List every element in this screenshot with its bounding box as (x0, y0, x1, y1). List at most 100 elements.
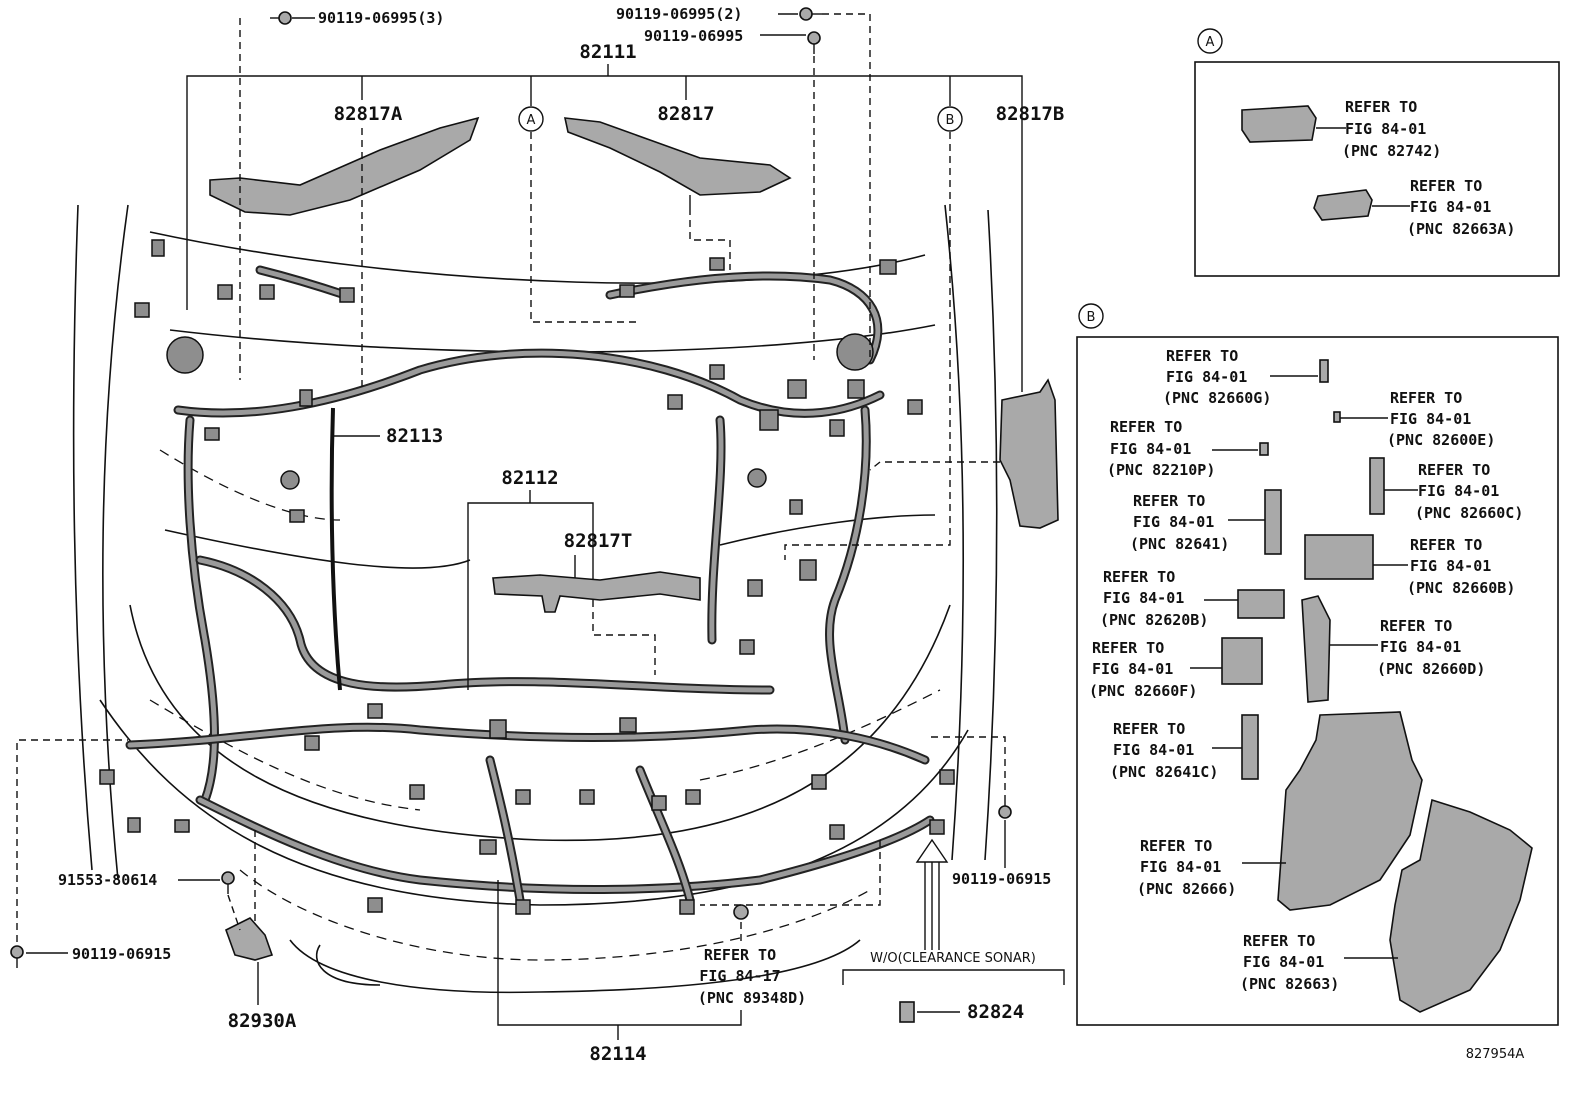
label-bolt-90119-06915-left: 90119-06915 (72, 945, 171, 963)
inset-b-ref-82620B-line2: FIG 84-01 (1103, 589, 1184, 607)
inset-b-ref-82210P-line2: FIG 84-01 (1110, 440, 1191, 458)
protector-82817 (563, 117, 792, 215)
part-82660F (1190, 637, 1263, 685)
vehicle-body-outline (72, 204, 998, 994)
inset-b-ref-82641-line1: REFER TO (1133, 492, 1205, 510)
protector-82817T (492, 571, 701, 613)
inset-a-ref-1-line2: FIG 84-01 (1345, 120, 1426, 138)
callout-b: B (937, 106, 963, 132)
inset-b-ref-82660D-line1: REFER TO (1380, 617, 1452, 635)
inset-b-ref-82666-line3: (PNC 82666) (1137, 880, 1236, 898)
inset-b-ref-82641-line2: FIG 84-01 (1133, 513, 1214, 531)
label-82113: 82113 (386, 425, 443, 447)
inset-a-title: A (1206, 35, 1215, 50)
part-labels: 82111 82817A 82817 82817B 82113 82112 82… (58, 5, 1524, 1065)
bolt-icon (807, 31, 821, 54)
inset-b-ref-82660G-line1: REFER TO (1166, 347, 1238, 365)
inset-b-ref-82660F-line1: REFER TO (1092, 639, 1164, 657)
inset-b-title: B (1087, 310, 1096, 325)
part-82641 (1228, 489, 1282, 555)
inset-b-frame (1076, 336, 1559, 1026)
inset-a-ref-1-line1: REFER TO (1345, 98, 1417, 116)
inset-b-ref-82620B-line1: REFER TO (1103, 568, 1175, 586)
inset-b-ref-82660B-line3: (PNC 82660B) (1407, 579, 1515, 597)
label-82112: 82112 (501, 467, 558, 489)
part-82663A (1313, 189, 1410, 221)
note-without-clearance-sonar: W/O(CLEARANCE SONAR) (870, 951, 1036, 966)
label-bolt-90119-06995-3: 90119-06995(3) (318, 9, 444, 27)
figure-id: 827954A (1466, 1047, 1525, 1062)
bolt-icon (998, 795, 1012, 819)
inset-b-ref-82660C-line3: (PNC 82660C) (1415, 504, 1523, 522)
label-bolt-90119-06995-2: 90119-06995(2) (616, 5, 742, 23)
label-82930A: 82930A (228, 1010, 297, 1032)
clip-icon (733, 904, 749, 920)
label-82114: 82114 (589, 1043, 646, 1065)
inset-b-ref-82641C-line1: REFER TO (1113, 720, 1185, 738)
inset-a-ref-2-line3: (PNC 82663A) (1407, 220, 1515, 238)
inset-a-ref-2-line2: FIG 84-01 (1410, 198, 1491, 216)
label-82817: 82817 (657, 103, 714, 125)
part-82620B (1204, 589, 1285, 619)
part-82641C (1212, 714, 1259, 780)
inset-a-ref-1-line3: (PNC 82742) (1342, 142, 1441, 160)
inset-b-ref-82600E-line3: (PNC 82600E) (1387, 431, 1495, 449)
inset-b-ref-82660C-line2: FIG 84-01 (1418, 482, 1499, 500)
label-bolt-90119-06915-right: 90119-06915 (952, 870, 1051, 888)
label-82824: 82824 (967, 1001, 1024, 1023)
bolt-icon (799, 7, 822, 21)
inset-b-ref-82620B-line3: (PNC 82620B) (1100, 611, 1208, 629)
leader-lines (16, 13, 1065, 1040)
label-bolt-91553-80614: 91553-80614 (58, 871, 157, 889)
inset-b-ref-82641-line3: (PNC 82641) (1130, 535, 1229, 553)
bolt-icon (270, 11, 292, 25)
part-82666 (1242, 711, 1423, 911)
inset-a-ref-2-line1: REFER TO (1410, 177, 1482, 195)
inset-b-ref-82663-line1: REFER TO (1243, 932, 1315, 950)
bracket-82930A (225, 917, 274, 961)
inset-b-ref-82660C-line1: REFER TO (1418, 461, 1490, 479)
refer-fig-84-17-line3: (PNC 89348D) (698, 989, 806, 1007)
refer-fig-84-17-line2: FIG 84-17 (699, 967, 780, 985)
inset-b-ref-82600E-line1: REFER TO (1390, 389, 1462, 407)
label-82817A: 82817A (334, 103, 403, 125)
inset-b-ref-82660F-line3: (PNC 82660F) (1089, 682, 1197, 700)
inset-b-ref-82663-line3: (PNC 82663) (1240, 975, 1339, 993)
protector-82817A (209, 116, 480, 216)
inset-b-ref-82641C-line2: FIG 84-01 (1113, 741, 1194, 759)
inset-b-ref-82210P-line3: (PNC 82210P) (1107, 461, 1215, 479)
inset-b-ref-82641C-line3: (PNC 82641C) (1110, 763, 1218, 781)
bolt-icon (221, 871, 235, 894)
callout-a: A (518, 106, 544, 132)
label-82817T: 82817T (564, 530, 633, 552)
inset-b-ref-82660B-line2: FIG 84-01 (1410, 557, 1491, 575)
svg-text:B: B (946, 113, 955, 128)
relay-block-82817B (999, 378, 1059, 529)
svg-text:A: A (527, 113, 536, 128)
inset-b-ref-82666-line2: FIG 84-01 (1140, 858, 1221, 876)
inset-b-ref-82660D-line3: (PNC 82660D) (1377, 660, 1485, 678)
harness-82113 (329, 407, 342, 691)
part-82210P (1212, 442, 1269, 456)
main-harness-82111 (125, 265, 935, 905)
inset-b-ref-82660D-line2: FIG 84-01 (1380, 638, 1461, 656)
inset-a-frame (1194, 61, 1560, 277)
part-82660C (1369, 457, 1418, 515)
inset-b-ref-82660G-line2: FIG 84-01 (1166, 368, 1247, 386)
inset-b-ref-82600E-line2: FIG 84-01 (1390, 410, 1471, 428)
inset-b-ref-82210P-line1: REFER TO (1110, 418, 1182, 436)
part-82660B (1304, 534, 1408, 580)
clip-82824 (899, 1001, 915, 1023)
inset-b-ref-82660B-line1: REFER TO (1410, 536, 1482, 554)
inset-b: B REFER TO FIG 84-01 (PNC 82660G) REFER … (1076, 303, 1559, 1026)
inset-b-ref-82660F-line2: FIG 84-01 (1092, 660, 1173, 678)
part-82600E (1333, 411, 1388, 423)
part-82660G (1270, 359, 1329, 383)
part-82663 (1344, 798, 1533, 1013)
part-82660D (1301, 595, 1378, 703)
inset-a: A REFER TO FIG 84-01 (PNC 82742) REFER T… (1194, 28, 1560, 277)
bolt-icons (10, 7, 1012, 968)
part-82742 (1241, 105, 1346, 143)
bolt-icon (10, 945, 24, 968)
